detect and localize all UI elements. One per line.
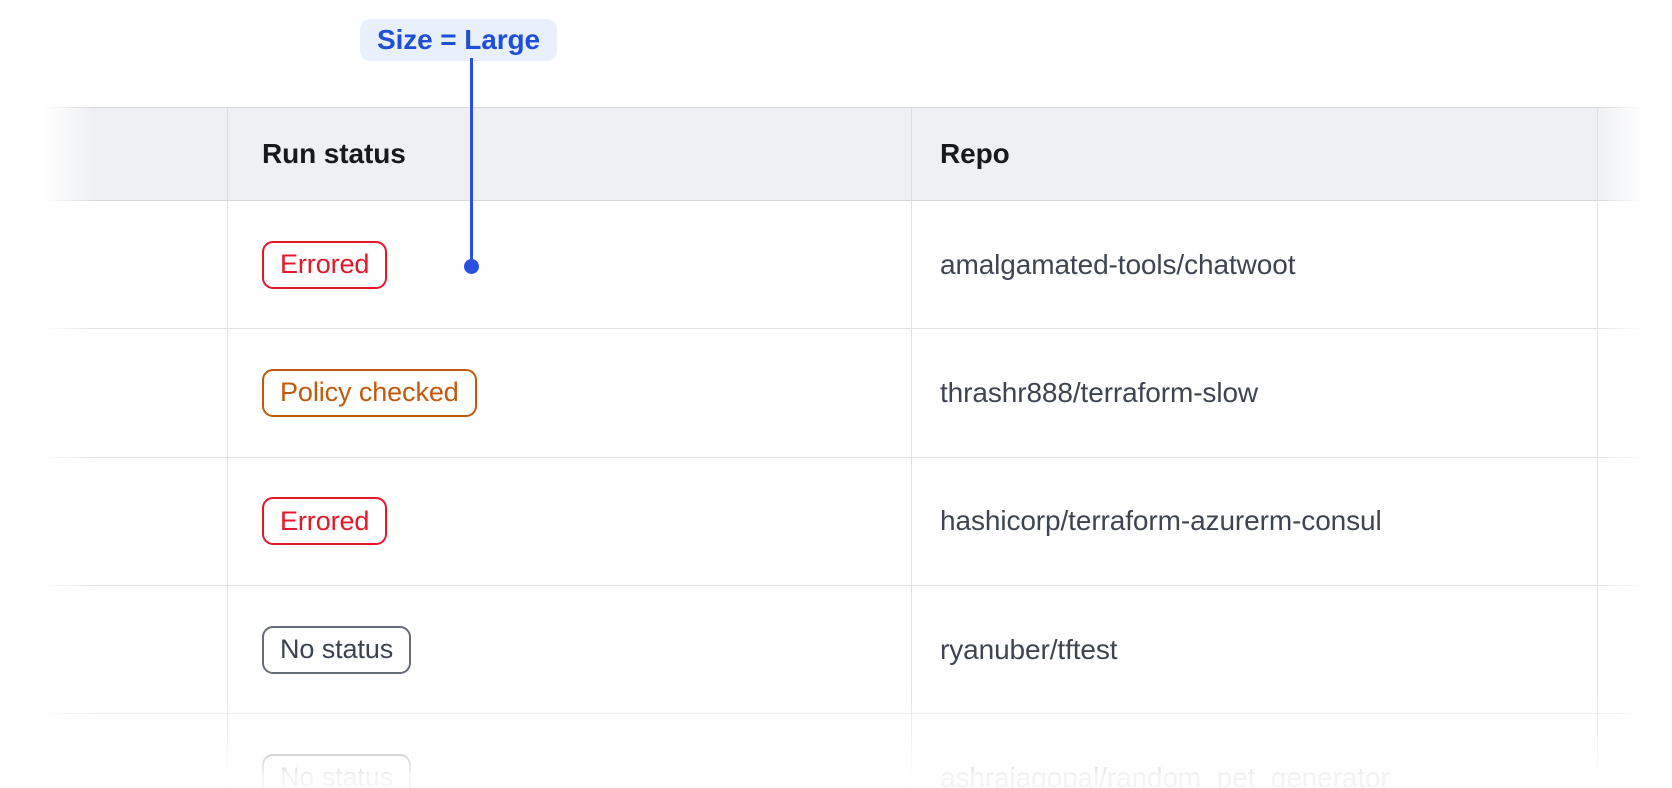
header-cell-repo: Repo [912, 108, 1598, 200]
repo-name: ryanuber/tftest [940, 633, 1118, 665]
header-cell-empty [0, 108, 228, 200]
row-cell-overflow [1598, 586, 1672, 713]
row-cell-empty [0, 201, 228, 329]
status-badge: No status [262, 625, 412, 674]
repo-cell: ashrajagopal/random_pet_generator [912, 714, 1598, 788]
status-badge: Errored [262, 497, 388, 546]
runs-table: Run status Repo Errored amalgamated-tool… [0, 107, 1672, 788]
size-annotation-label: Size = Large [377, 24, 540, 55]
table-header-row: Run status Repo [0, 107, 1672, 201]
table-row[interactable]: No status ryanuber/tftest [0, 585, 1672, 715]
repo-cell: ryanuber/tftest [912, 585, 1598, 714]
status-badge: Errored [262, 240, 388, 289]
annotation-pointer-dot [464, 259, 479, 274]
run-status-cell: No status [228, 585, 912, 714]
size-annotation-chip: Size = Large [360, 19, 557, 61]
row-cell-overflow [1598, 458, 1672, 585]
annotation-pointer-line [470, 58, 473, 259]
run-status-cell: Policy checked [228, 329, 912, 457]
repo-name: thrashr888/terraform-slow [940, 376, 1259, 408]
repo-cell: thrashr888/terraform-slow [912, 329, 1598, 457]
repo-name: hashicorp/terraform-azurerm-consul [940, 505, 1382, 537]
header-cell-run-status: Run status [228, 108, 912, 200]
status-badge: Policy checked [262, 368, 477, 417]
repo-cell: amalgamated-tools/chatwoot [912, 201, 1598, 329]
column-header-repo: Repo [940, 138, 1010, 169]
row-cell-empty [0, 329, 228, 457]
table-row[interactable]: No status ashrajagopal/random_pet_genera… [0, 714, 1672, 788]
row-cell-empty [0, 457, 228, 585]
run-status-cell: No status [228, 714, 912, 788]
row-cell-overflow [1598, 201, 1672, 328]
row-cell-overflow [1598, 714, 1672, 788]
table-row[interactable]: Errored hashicorp/terraform-azurerm-cons… [0, 457, 1672, 586]
repo-name: amalgamated-tools/chatwoot [940, 248, 1296, 280]
row-cell-overflow [1598, 329, 1672, 456]
status-badge: No status [262, 753, 412, 788]
run-status-cell: Errored [228, 201, 912, 329]
table-row[interactable]: Errored amalgamated-tools/chatwoot [0, 201, 1672, 330]
repo-cell: hashicorp/terraform-azurerm-consul [912, 457, 1598, 585]
header-cell-overflow [1598, 108, 1672, 200]
run-status-cell: Errored [228, 457, 912, 585]
row-cell-empty [0, 714, 228, 788]
row-cell-empty [0, 585, 228, 714]
table-row[interactable]: Policy checked thrashr888/terraform-slow [0, 329, 1672, 458]
column-header-run-status: Run status [262, 138, 406, 169]
repo-name: ashrajagopal/random_pet_generator [940, 761, 1390, 788]
